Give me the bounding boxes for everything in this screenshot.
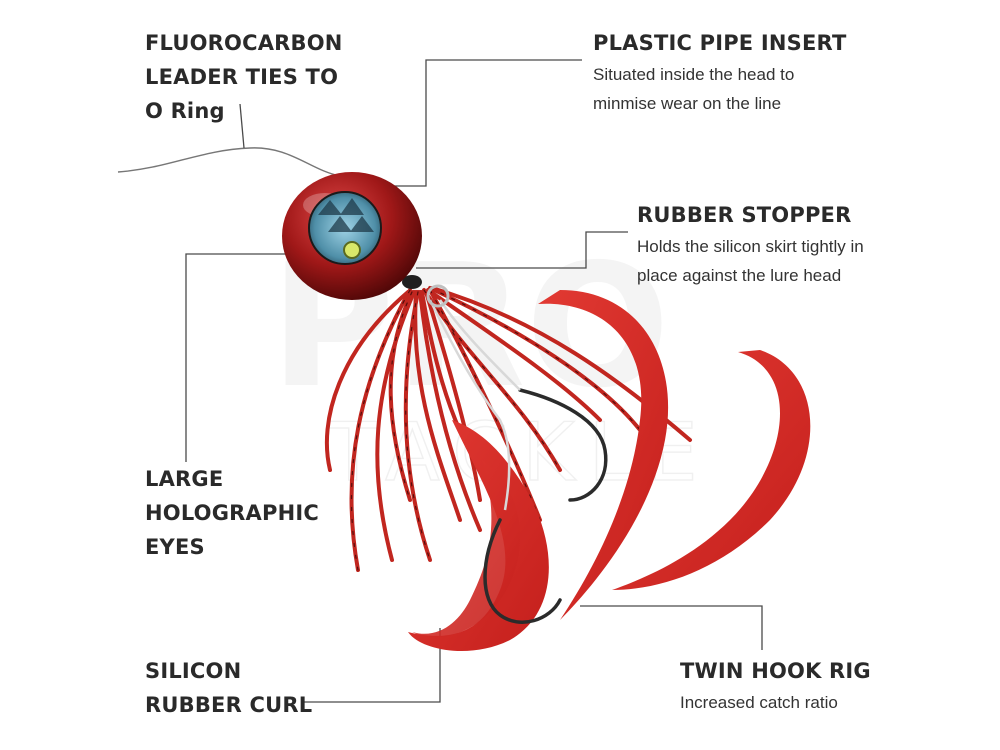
connector-stopper	[416, 231, 628, 269]
connector-curl	[304, 628, 441, 703]
callout-rubber-stopper: RUBBER STOPPER Holds the silicon skirt t…	[637, 198, 864, 290]
callout-fluorocarbon-leader: FLUOROCARBON LEADER TIES TO O Ring	[145, 26, 343, 128]
callout-silicon-rubber-curl: SILICON RUBBER CURL	[145, 654, 312, 722]
curl-right	[538, 290, 669, 620]
stopper-desc-1: Holds the silicon skirt tightly in	[637, 237, 864, 256]
callout-twin-hook-rig: TWIN HOOK RIG Increased catch ratio	[680, 654, 871, 717]
eyes-line-3: EYES	[145, 535, 205, 559]
connector-eyes	[185, 253, 318, 462]
eyes-line-1: LARGE	[145, 467, 224, 491]
leader-line-1: FLUOROCARBON	[145, 31, 343, 55]
curl-line-2: RUBBER CURL	[145, 693, 313, 717]
rubber-stopper	[402, 275, 422, 289]
stopper-desc-2: place against the lure head	[637, 266, 842, 285]
twin-hook-rig	[483, 388, 608, 624]
connector-pipe	[322, 59, 582, 187]
stopper-title: RUBBER STOPPER	[637, 203, 852, 227]
o-ring	[426, 284, 450, 308]
curl-bottom	[412, 460, 521, 638]
hook-desc-1: Increased catch ratio	[680, 693, 838, 712]
assist-line	[428, 299, 521, 511]
eyes-line-2: HOLOGRAPHIC	[145, 501, 319, 525]
curl-far-right	[612, 350, 811, 590]
connector-leader	[239, 103, 245, 149]
hook-lower	[483, 518, 562, 624]
silicon-rubber-curls	[408, 290, 811, 652]
pipe-desc-1: Situated inside the head to	[593, 65, 795, 84]
hook-title: TWIN HOOK RIG	[680, 659, 871, 683]
hook-upper	[518, 388, 608, 502]
curl-line-1: SILICON	[145, 659, 242, 683]
connector-hook	[580, 605, 763, 650]
callout-plastic-pipe-insert: PLASTIC PIPE INSERT Situated inside the …	[593, 26, 846, 118]
eye-pupil	[343, 241, 361, 259]
eye-scale-pattern	[318, 198, 374, 232]
pipe-title: PLASTIC PIPE INSERT	[593, 31, 847, 55]
pipe-desc-2: minmise wear on the line	[593, 94, 782, 113]
silicon-skirt	[324, 286, 692, 572]
fluorocarbon-leader	[117, 147, 341, 177]
callout-holographic-eyes: LARGE HOLOGRAPHIC EYES	[145, 462, 319, 564]
leader-line-2: LEADER TIES TO	[145, 65, 339, 89]
curl-left	[408, 420, 549, 652]
leader-line-3: O Ring	[145, 99, 225, 123]
